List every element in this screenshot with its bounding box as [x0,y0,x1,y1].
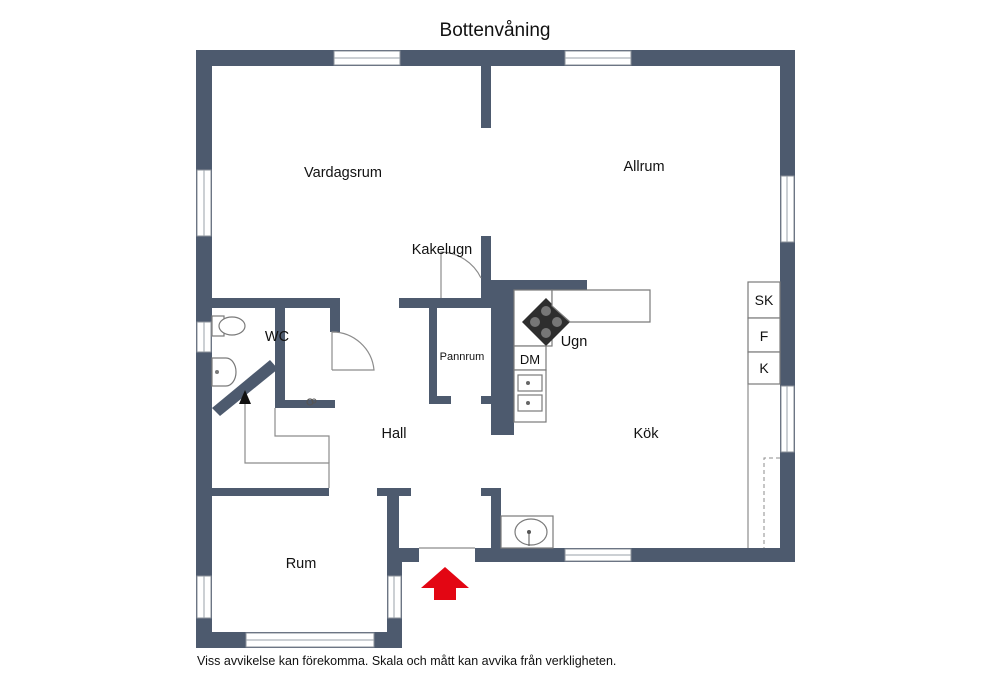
window-right-kok [780,385,795,453]
label-wc: WC [265,329,289,345]
label-kakelugn: Kakelugn [412,242,472,258]
kitchen-fixtures [500,281,781,549]
window-right-allrum [780,175,795,243]
window-bottom-kok [564,548,632,562]
label-sk: SK [755,292,774,308]
door-swings [331,251,482,549]
label-f: F [760,328,769,344]
wc-fixtures [211,315,317,406]
room-labels: Vardagsrum Allrum Kakelugn WC Pannrum Ug… [265,159,774,572]
window-rum-entry [387,575,402,619]
plan-title: Bottenvåning [439,20,551,41]
disclaimer-footnote: Viss avvikelse kan förekomma. Skala och … [197,654,617,668]
label-vardagsrum: Vardagsrum [304,165,382,181]
label-pannrum: Pannrum [440,351,485,363]
window-left-rum [196,575,212,619]
stairs-direction-arrow [239,390,251,404]
label-ugn: Ugn [561,334,588,350]
kitchen-sink-icon [513,369,547,423]
label-hall: Hall [382,426,407,442]
label-rum: Rum [286,556,317,572]
sink-icon [211,357,237,387]
window-left-vardagsrum [196,169,212,237]
floor-drain-icon [306,398,317,406]
entrance-arrow-icon [421,567,469,600]
window-top-right [564,50,632,66]
label-kok: Kök [634,426,660,442]
label-k: K [759,360,769,376]
windows [196,50,795,648]
storage-cabinets [747,281,781,548]
kitchen-island [551,289,651,323]
window-top-left [333,50,401,66]
window-left-wc [196,321,212,353]
dishwasher [513,345,547,371]
utility-sink-icon [500,515,554,549]
label-dm: DM [520,352,540,367]
toilet-icon [211,315,246,337]
label-allrum: Allrum [623,159,664,175]
window-bottom-rum [245,632,375,648]
stairs [239,390,330,488]
interior-walls [212,66,587,550]
